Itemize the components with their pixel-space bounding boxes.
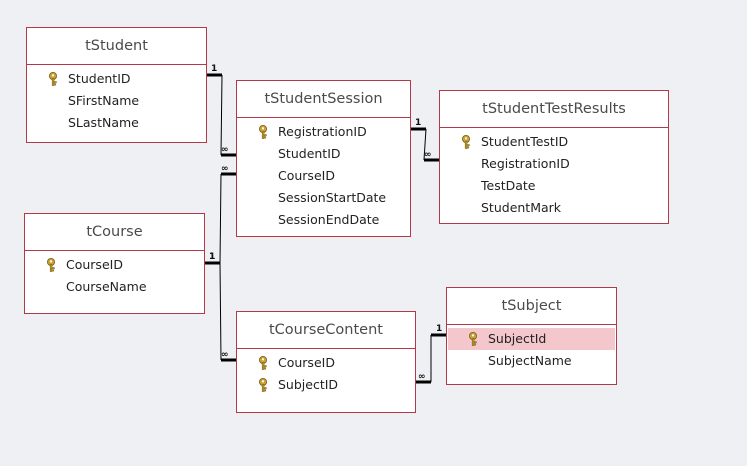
table-title[interactable]: tStudent [27,28,206,65]
field-name: SessionStartDate [278,190,387,205]
table-title[interactable]: tStudentSession [237,81,410,118]
field-name: StudentMark [481,200,562,215]
primary-key-icon [46,257,60,273]
field-row[interactable]: TestDate [441,175,667,197]
primary-key-icon [258,377,272,393]
table-title[interactable]: tCourse [25,214,204,251]
field-row[interactable]: StudentMark [441,197,667,219]
field-name: CourseID [278,168,335,183]
field-name: SessionEndDate [278,212,380,227]
field-row[interactable]: SLastName [28,112,205,134]
relationship-many-label: ∞ [424,150,432,160]
table-tsubject[interactable]: tSubject SubjectId SubjectName [446,287,617,385]
relationship-one-label: 1 [209,252,215,262]
field-list: RegistrationID StudentID CourseID Sessio… [237,118,410,231]
table-title[interactable]: tSubject [447,288,616,325]
field-list: CourseID CourseName [25,251,204,298]
table-tstudent[interactable]: tStudent StudentID SFirstName SLastName [26,27,207,143]
field-row[interactable]: SubjectID [238,374,414,396]
field-name: RegistrationID [278,124,367,139]
field-name: RegistrationID [481,156,570,171]
relationship-line [423,128,427,161]
field-name: CourseID [278,355,335,370]
field-name: StudentTestID [481,134,569,149]
table-title[interactable]: tCourseContent [237,312,415,349]
primary-key-icon [258,124,272,140]
field-name: SFirstName [68,93,140,108]
field-row[interactable]: CourseID [26,254,203,276]
relationship-one-label: 1 [209,252,215,262]
relationship-one-label: 1 [415,118,421,128]
table-tstudenttestresults[interactable]: tStudentTestResults StudentTestID Regist… [439,90,669,224]
field-row[interactable]: RegistrationID [441,153,667,175]
field-name: SLastName [68,115,139,130]
field-row[interactable]: SFirstName [28,90,205,112]
field-row[interactable]: StudentID [28,68,205,90]
field-row[interactable]: CourseName [26,276,203,298]
table-tcoursecontent[interactable]: tCourseContent CourseID SubjectID [236,311,416,413]
field-row[interactable]: SubjectName [448,350,615,372]
relationship-line [219,262,222,361]
field-row[interactable]: StudentTestID [441,131,667,153]
field-row[interactable]: StudentID [238,143,409,165]
field-row[interactable]: CourseID [238,165,409,187]
field-list: StudentTestID RegistrationID TestDate St… [440,128,668,219]
primary-key-icon [258,355,272,371]
field-list: StudentID SFirstName SLastName [27,65,206,134]
relationship-many-label: ∞ [221,350,229,360]
field-list: CourseID SubjectID [237,349,415,396]
field-name: StudentID [68,71,131,86]
relationship-many-label: ∞ [418,372,426,382]
relationship-line [219,173,222,264]
field-row-selected[interactable]: SubjectId [448,328,615,350]
relationship-line [220,74,223,156]
field-name: CourseName [66,279,147,294]
field-row[interactable]: CourseID [238,352,414,374]
table-title[interactable]: tStudentTestResults [440,91,668,128]
field-name: SubjectID [278,377,339,392]
field-row[interactable]: RegistrationID [238,121,409,143]
relationship-many-label: ∞ [221,145,229,155]
relationship-one-label: 1 [436,324,442,334]
table-tstudentsession[interactable]: tStudentSession RegistrationID StudentID… [236,80,411,237]
field-name: SubjectId [488,331,547,346]
field-list: SubjectId SubjectName [447,325,616,372]
primary-key-icon [468,331,482,347]
relationship-many-label: ∞ [221,164,229,174]
field-name: SubjectName [488,353,572,368]
field-name: CourseID [66,257,123,272]
field-name: TestDate [481,178,536,193]
field-row[interactable]: SessionEndDate [238,209,409,231]
field-name: StudentID [278,146,341,161]
table-tcourse[interactable]: tCourse CourseID CourseName [24,213,205,314]
field-row[interactable]: SessionStartDate [238,187,409,209]
relationship-one-label: 1 [211,64,217,74]
primary-key-icon [48,71,62,87]
primary-key-icon [461,134,475,150]
